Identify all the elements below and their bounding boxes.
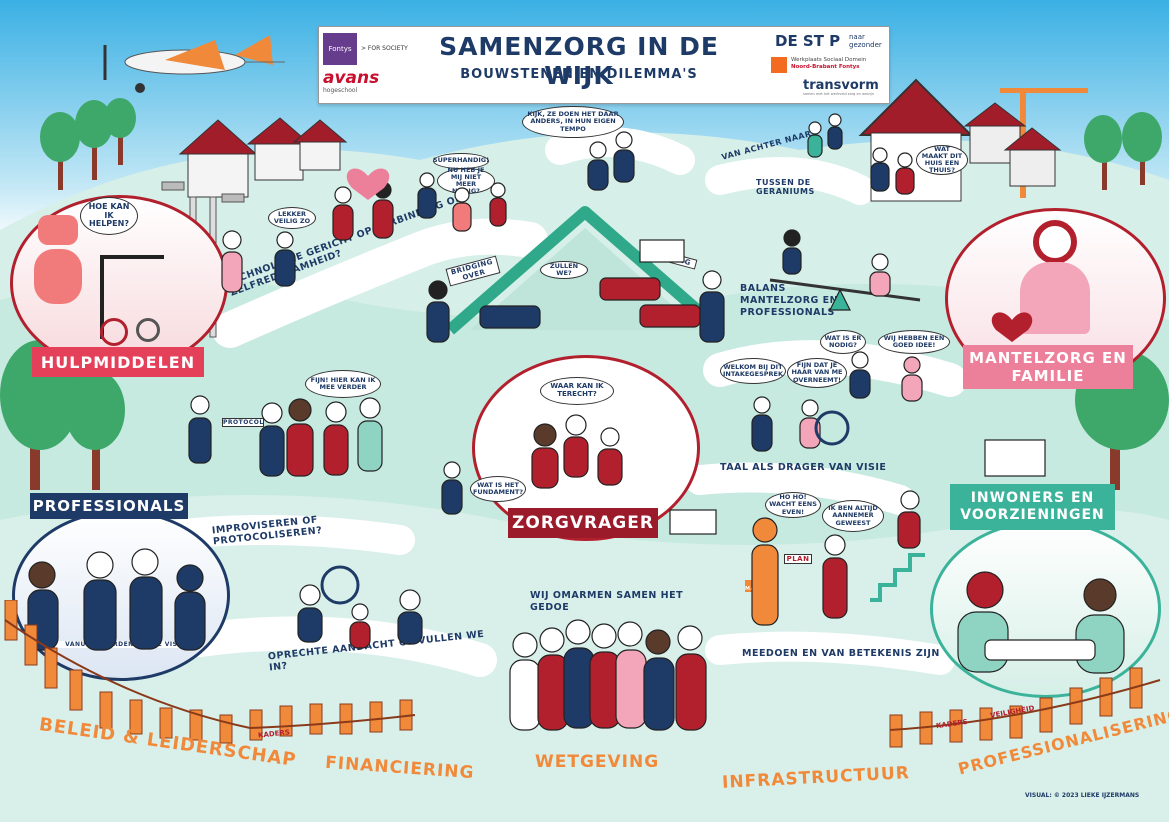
banner: Fontys > FOR SOCIETY avans hogeschool SA… bbox=[318, 26, 890, 104]
houses-on-stilts bbox=[161, 117, 348, 338]
robot-figure bbox=[28, 215, 88, 310]
destap-sub: naar gezonder bbox=[849, 33, 882, 49]
caption-plan: PLAN bbox=[784, 554, 812, 564]
page-subtitle: BOUWSTENEN EN DILEMMA'S bbox=[460, 67, 698, 82]
credit-text: VISUAL: © 2023 LIEKE IJZERMANS bbox=[1025, 792, 1140, 799]
bubble-wat-maakt: WAT MAAKT DIT HUIS EEN THUIS? bbox=[916, 145, 968, 175]
transvorm-name: transvorm bbox=[803, 78, 879, 93]
bubble-zullen-we: ZULLEN WE? bbox=[540, 261, 588, 279]
transvorm-sub: samen met het werkveld zorg en welzijn bbox=[803, 92, 874, 96]
bubble-ik-ben: IK BEN ALTIJD AANNEMER GEWEEST bbox=[822, 500, 884, 532]
caption-tussen: TUSSEN DE GERANIUMS bbox=[756, 178, 815, 196]
destap-name: DE ST P bbox=[775, 32, 841, 50]
walker-wheel-left bbox=[100, 318, 128, 346]
bubble-ho-ho: HO HO! WACHT EENS EVEN! bbox=[765, 492, 821, 518]
werkplaats-icon bbox=[771, 57, 787, 73]
section-label-mantelzorg: MANTELZORG EN FAMILIE bbox=[963, 345, 1133, 389]
section-label-professionals: PROFESSIONALS bbox=[30, 493, 188, 519]
bubble-wij-hebben: WIJ HEBBEN EEN GOED IDEE! bbox=[878, 330, 950, 354]
bubble-fijn-hier: FIJN! HIER KAN IK MEE VERDER bbox=[305, 370, 381, 398]
caption-vanuit: VANUIT WAARDEN MISSIE VISIE bbox=[55, 641, 195, 648]
caption-meedoen: MEEDOEN EN VAN BETEKENIS ZIJN bbox=[742, 648, 940, 659]
caption-taal: TAAL ALS DRAGER VAN VISIE bbox=[720, 462, 887, 473]
fontys-logo: Fontys bbox=[323, 33, 357, 65]
werkplaats-logo: Werkplaats Sociaal Domein Noord-Brabant … bbox=[791, 57, 866, 71]
caption-protocol: PROTOCOL bbox=[222, 418, 264, 427]
transvorm-logo: transvorm samen met het werkveld zorg en… bbox=[803, 79, 879, 96]
werkplaats-line-1: Werkplaats Sociaal Domein bbox=[791, 57, 867, 63]
bottom-wetgeving: WETGEVING bbox=[535, 752, 660, 772]
bubble-fijn-dat: FIJN DAT JE HAAR VAN ME OVERNEEMT! bbox=[787, 358, 847, 388]
werkplaats-line-2: Noord-Brabant Fontys bbox=[791, 64, 860, 70]
bubble-kijk-ze-doen: KIJK, ZE DOEN HET DAAR ANDERS, IN HUN EI… bbox=[522, 106, 624, 138]
bubble-waar-kan-ik: WAAR KAN IK TERECHT? bbox=[540, 377, 614, 405]
fence-right bbox=[889, 667, 1161, 748]
avans-sub: hogeschool bbox=[323, 87, 358, 94]
airplane-icon bbox=[103, 35, 285, 93]
mantelzorg-woman bbox=[1015, 220, 1095, 335]
section-label-hulpmiddelen: HULPMIDDELEN bbox=[32, 347, 204, 377]
crane-and-houses bbox=[963, 88, 1088, 198]
caption-wij-omarmen: WIJ OMARMEN SAMEN HET GEDOE bbox=[530, 590, 684, 613]
caption-balans: BALANS MANTELZORG EN PROFESSIONALS bbox=[740, 283, 839, 318]
section-label-inwoners: INWONERS EN VOORZIENINGEN bbox=[950, 484, 1115, 530]
bubble-hoe-kan-ik: HOE KAN IK HELPEN? bbox=[80, 197, 138, 235]
fence-left bbox=[4, 600, 416, 744]
bubble-wat-is-er-nodig: WAT IS ER NODIG? bbox=[820, 330, 866, 354]
page-title: SAMENZORG IN DE WIJK bbox=[439, 32, 719, 90]
section-label-zorgvrager: ZORGVRAGER bbox=[508, 508, 658, 538]
bubble-wat-is-fundament: WAT IS HET FUNDAMENT? bbox=[470, 476, 526, 502]
walker-wheel-right bbox=[136, 318, 160, 342]
bubble-lekker-veilig: LEKKER VEILIG ZO bbox=[268, 207, 316, 229]
for-society-text: > FOR SOCIETY bbox=[361, 45, 408, 52]
bubble-welkom: WELKOM BIJ DIT INTAKEGESPREK bbox=[720, 358, 786, 384]
walker-icon bbox=[100, 255, 164, 339]
avans-logo: avans hogeschool bbox=[323, 69, 389, 99]
destap-logo: DE ST P naar gezonder bbox=[775, 31, 887, 55]
avans-name: avans bbox=[323, 68, 380, 88]
